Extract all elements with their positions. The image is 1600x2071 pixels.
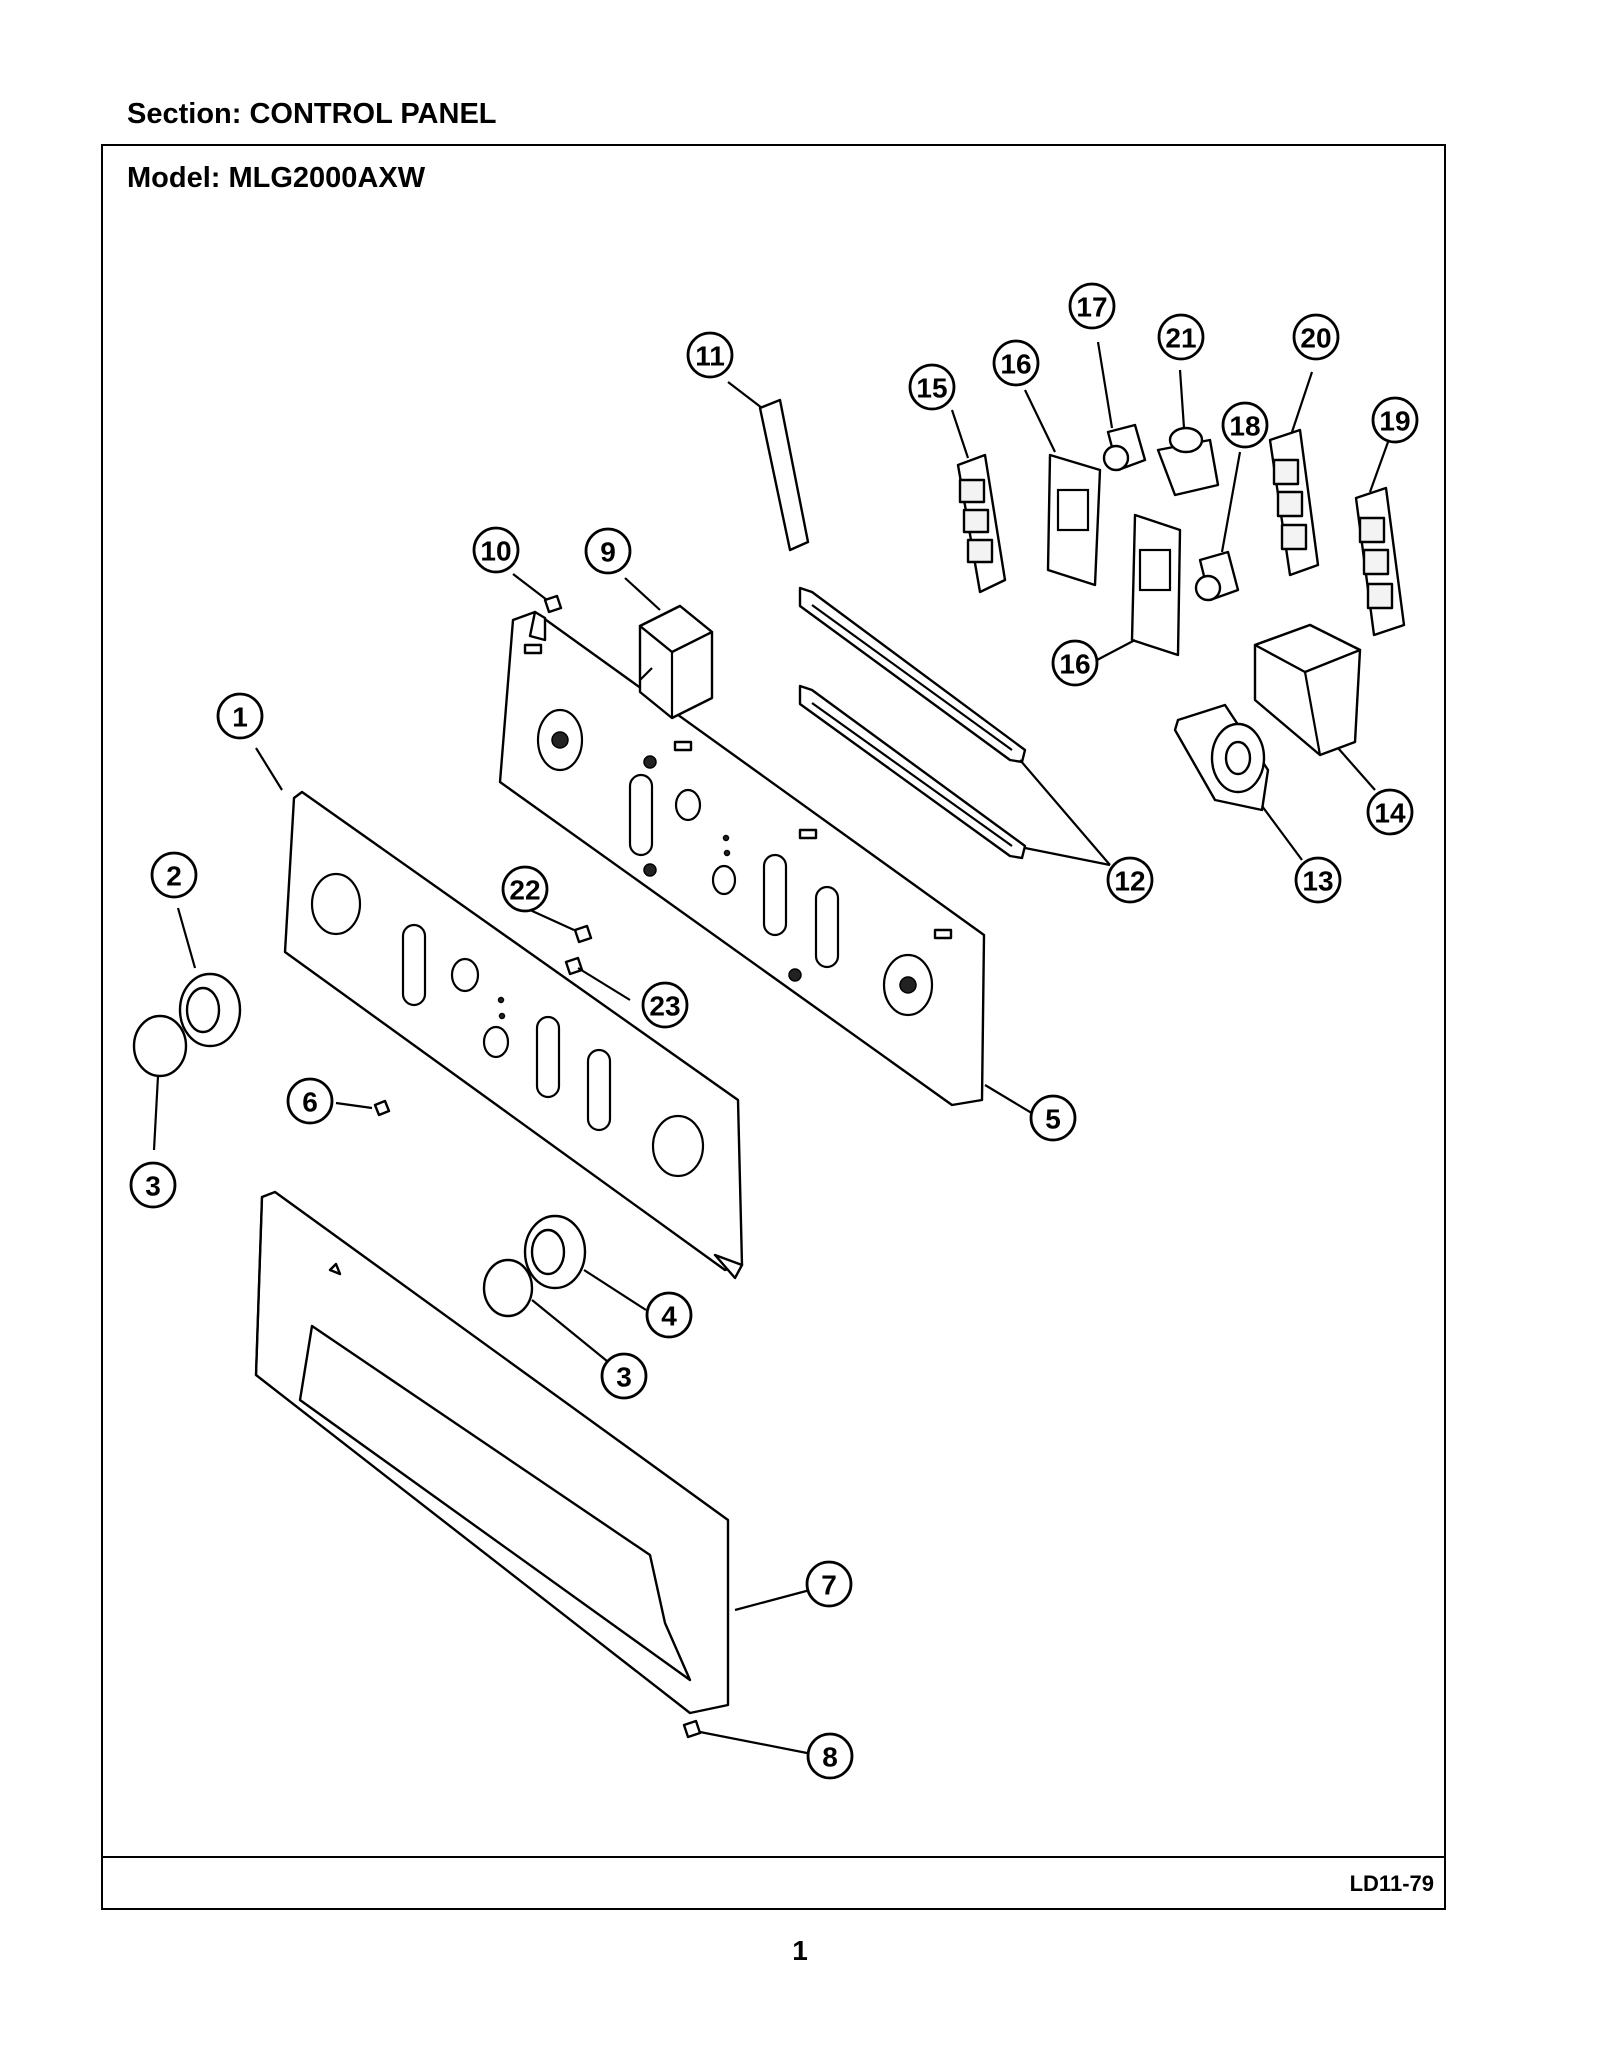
callout-12: 12	[1106, 856, 1154, 904]
callout-16a: 16	[992, 339, 1040, 387]
part-14	[1253, 623, 1362, 757]
leader-lines	[152, 341, 1390, 1756]
part-control-panel-face	[283, 790, 744, 1280]
part-front-console-cover	[254, 1190, 730, 1715]
part-switch-18	[1194, 550, 1240, 602]
svg-text:10: 10	[480, 536, 511, 567]
part-plate	[758, 398, 810, 552]
callout-11: 11	[686, 331, 734, 379]
svg-text:11: 11	[695, 341, 725, 372]
part-cap-3b	[482, 1258, 534, 1318]
part-switch-19	[1354, 486, 1406, 637]
callout-8: 8	[806, 1732, 854, 1780]
callout-3a: 3	[129, 1161, 177, 1209]
callout-22: 22	[501, 865, 549, 913]
svg-text:21: 21	[1165, 323, 1196, 354]
callout-9: 9	[584, 527, 632, 575]
callout-7: 7	[805, 1560, 853, 1608]
svg-text:19: 19	[1379, 406, 1410, 437]
svg-text:3: 3	[616, 1362, 632, 1393]
svg-text:13: 13	[1302, 866, 1333, 897]
callout-5: 5	[1029, 1094, 1077, 1142]
callout-18: 18	[1221, 401, 1269, 449]
part-control-panel-rear-frame	[498, 610, 986, 1107]
callout-17: 17	[1068, 282, 1116, 330]
page-number: 1	[792, 1935, 808, 1966]
callout-21: 21	[1157, 313, 1205, 361]
callout-10: 10	[472, 526, 520, 574]
part-clip-22	[573, 924, 593, 944]
callout-6: 6	[286, 1077, 334, 1125]
footer-divider	[103, 1856, 1444, 1858]
svg-text:20: 20	[1300, 323, 1331, 354]
part-13	[1173, 703, 1270, 812]
callout-14: 14	[1366, 788, 1414, 836]
section-title: Section: CONTROL PANEL	[127, 98, 497, 130]
callout-13: 13	[1294, 856, 1342, 904]
part-knob-4	[523, 1214, 587, 1290]
part-cap-3a	[132, 1014, 188, 1078]
svg-text:7: 7	[821, 1570, 837, 1601]
svg-text:16: 16	[1059, 649, 1090, 680]
part-21	[1156, 426, 1220, 497]
svg-text:4: 4	[661, 1301, 677, 1332]
part-clip-6	[373, 1099, 391, 1117]
svg-text:14: 14	[1374, 798, 1406, 829]
callout-16b: 16	[1051, 639, 1099, 687]
diagram-frame: Model: MLG2000AXW LD11-79	[101, 144, 1446, 1910]
svg-text:8: 8	[822, 1742, 838, 1773]
callout-4: 4	[645, 1291, 693, 1339]
svg-text:22: 22	[509, 875, 540, 906]
callout-20: 20	[1292, 313, 1340, 361]
svg-text:6: 6	[302, 1087, 318, 1118]
model-title: Model: MLG2000AXW	[127, 162, 426, 194]
svg-text:15: 15	[916, 373, 947, 404]
svg-text:9: 9	[600, 537, 616, 568]
part-clip-10	[543, 594, 563, 614]
callout-15: 15	[908, 363, 956, 411]
part-bracket-16	[1046, 453, 1182, 657]
callout-1: 1	[216, 692, 264, 740]
svg-text:3: 3	[145, 1171, 161, 1202]
svg-text:23: 23	[649, 991, 680, 1022]
part-switch-17	[1102, 423, 1147, 472]
svg-text:2: 2	[166, 861, 182, 892]
part-switch-15	[956, 453, 1007, 594]
svg-text:16: 16	[1000, 349, 1031, 380]
callout-3b: 3	[600, 1352, 648, 1400]
part-knob-2	[178, 972, 242, 1048]
svg-text:5: 5	[1045, 1104, 1061, 1135]
part-switch-20	[1268, 428, 1320, 577]
svg-text:1: 1	[232, 702, 248, 733]
callout-19: 19	[1371, 396, 1419, 444]
svg-text:18: 18	[1229, 411, 1260, 442]
part-timer-box	[638, 604, 714, 720]
callout-2: 2	[150, 851, 198, 899]
callout-23: 23	[641, 981, 689, 1029]
svg-text:12: 12	[1114, 866, 1145, 897]
svg-text:17: 17	[1076, 292, 1107, 323]
diagram-code: LD11-79	[1349, 1871, 1434, 1896]
